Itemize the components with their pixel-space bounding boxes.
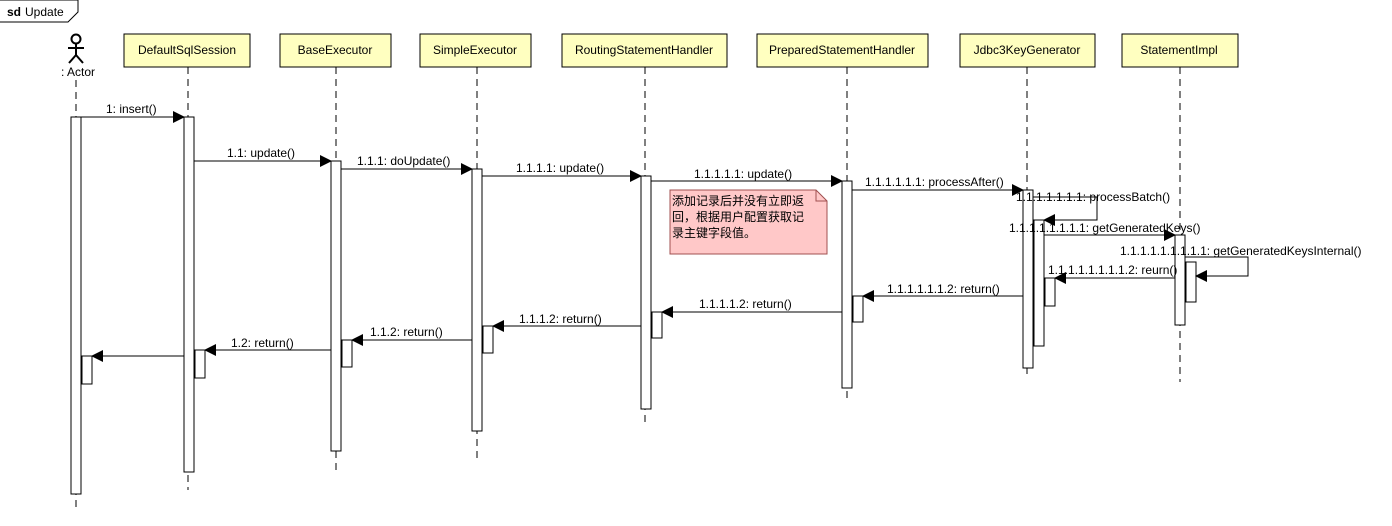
lifeline-head (756, 33, 929, 68)
message-label: 1.1.1: doUpdate() (357, 154, 450, 168)
activation-bar (194, 349, 206, 379)
message-label: 1.2: return() (231, 336, 294, 350)
lifeline-statement-impl: StatementImpl (1121, 33, 1239, 382)
activation-bar (1022, 189, 1034, 369)
frame-tab: sd Update (0, 0, 79, 23)
activation-bar (70, 116, 82, 495)
note-fold (815, 190, 827, 202)
activation-bar (1174, 234, 1186, 326)
actor: : Actor (61, 33, 95, 508)
activation-bar (1044, 277, 1056, 307)
message-label: 1.1.1.1.2: return() (699, 297, 792, 311)
lifeline-label: PreparedStatementHandler (769, 43, 915, 57)
lifeline-base-executor: BaseExecutor (279, 33, 392, 470)
activation-bar (183, 116, 195, 473)
message-label: 1.1.1.1.1.1.1.1: getGeneratedKeys() (1009, 221, 1200, 235)
lifeline-label: StatementImpl (1140, 43, 1217, 57)
message-label: 1.1: update() (227, 146, 295, 160)
message-label: 1.1.1.1.1.1.1.1.2: reurn() (1048, 263, 1177, 277)
activation-bar (651, 311, 663, 339)
note-line: 添加记录后并没有立即返 (672, 193, 804, 208)
lifeline-label: Jdbc3KeyGenerator (974, 43, 1081, 57)
message-label: 1: insert() (106, 102, 157, 116)
activation-bar (852, 295, 864, 323)
message-labels: 1: insert() 1.1: update() 1.1.1: doUpdat… (106, 102, 1362, 350)
note-line: 回，根据用户配置获取记 (672, 209, 804, 224)
note-shape (669, 189, 828, 255)
lifeline-head (419, 33, 532, 68)
frame-keyword: sd (7, 5, 21, 19)
lifeline-head (279, 33, 392, 68)
lifeline-head (959, 33, 1096, 68)
actor-label: : Actor (61, 65, 95, 79)
message-label: 1.1.1.1.1.1: processAfter() (865, 175, 1004, 189)
lifeline-head (1121, 33, 1239, 68)
activation-bar (1033, 219, 1045, 347)
lifeline-label: DefaultSqlSession (138, 43, 236, 57)
activation-bar (471, 168, 483, 432)
message-label: 1.1.1.1.1.1.1.1.1: getGeneratedKeysInter… (1120, 244, 1362, 258)
activation-bar (482, 325, 494, 354)
lifeline-routing-statement-handler: RoutingStatementHandler (561, 33, 728, 424)
activation-bar (330, 160, 342, 452)
message-label: 1.1.2: return() (370, 325, 443, 339)
lifeline-label: BaseExecutor (298, 43, 373, 57)
lifeline-head (561, 33, 728, 68)
message-label: 1.1.1.2: return() (519, 312, 602, 326)
note-line: 录主键字段值。 (672, 225, 756, 240)
actor-icon (68, 33, 84, 64)
lifeline-default-sql-session: DefaultSqlSession (123, 33, 251, 490)
activation-bar (841, 180, 853, 389)
message-arrow (1033, 196, 1098, 226)
lifeline-head (123, 33, 251, 68)
activation-bars (70, 116, 1197, 495)
message-label: 1.1.1.1: update() (516, 161, 604, 175)
activation-bar (640, 175, 652, 410)
frame-name: Update (25, 5, 64, 19)
message-label: 1.1.1.1.1.1.2: return() (887, 282, 1000, 296)
message-label: 1.1.1.1.1.1.1: processBatch() (1016, 190, 1170, 204)
message-label: 1.1.1.1.1: update() (694, 167, 792, 181)
activation-bar (1185, 261, 1197, 303)
message-arrow (1185, 256, 1249, 282)
activation-bar (341, 339, 353, 368)
lifeline-label: RoutingStatementHandler (575, 43, 713, 57)
note: 添加记录后并没有立即返 回，根据用户配置获取记 录主键字段值。 (669, 189, 828, 255)
activation-bar (81, 355, 93, 385)
messages (81, 111, 1249, 362)
lifeline-label: SimpleExecutor (433, 43, 517, 57)
lifeline-jdbc3-key-generator: Jdbc3KeyGenerator (959, 33, 1096, 378)
